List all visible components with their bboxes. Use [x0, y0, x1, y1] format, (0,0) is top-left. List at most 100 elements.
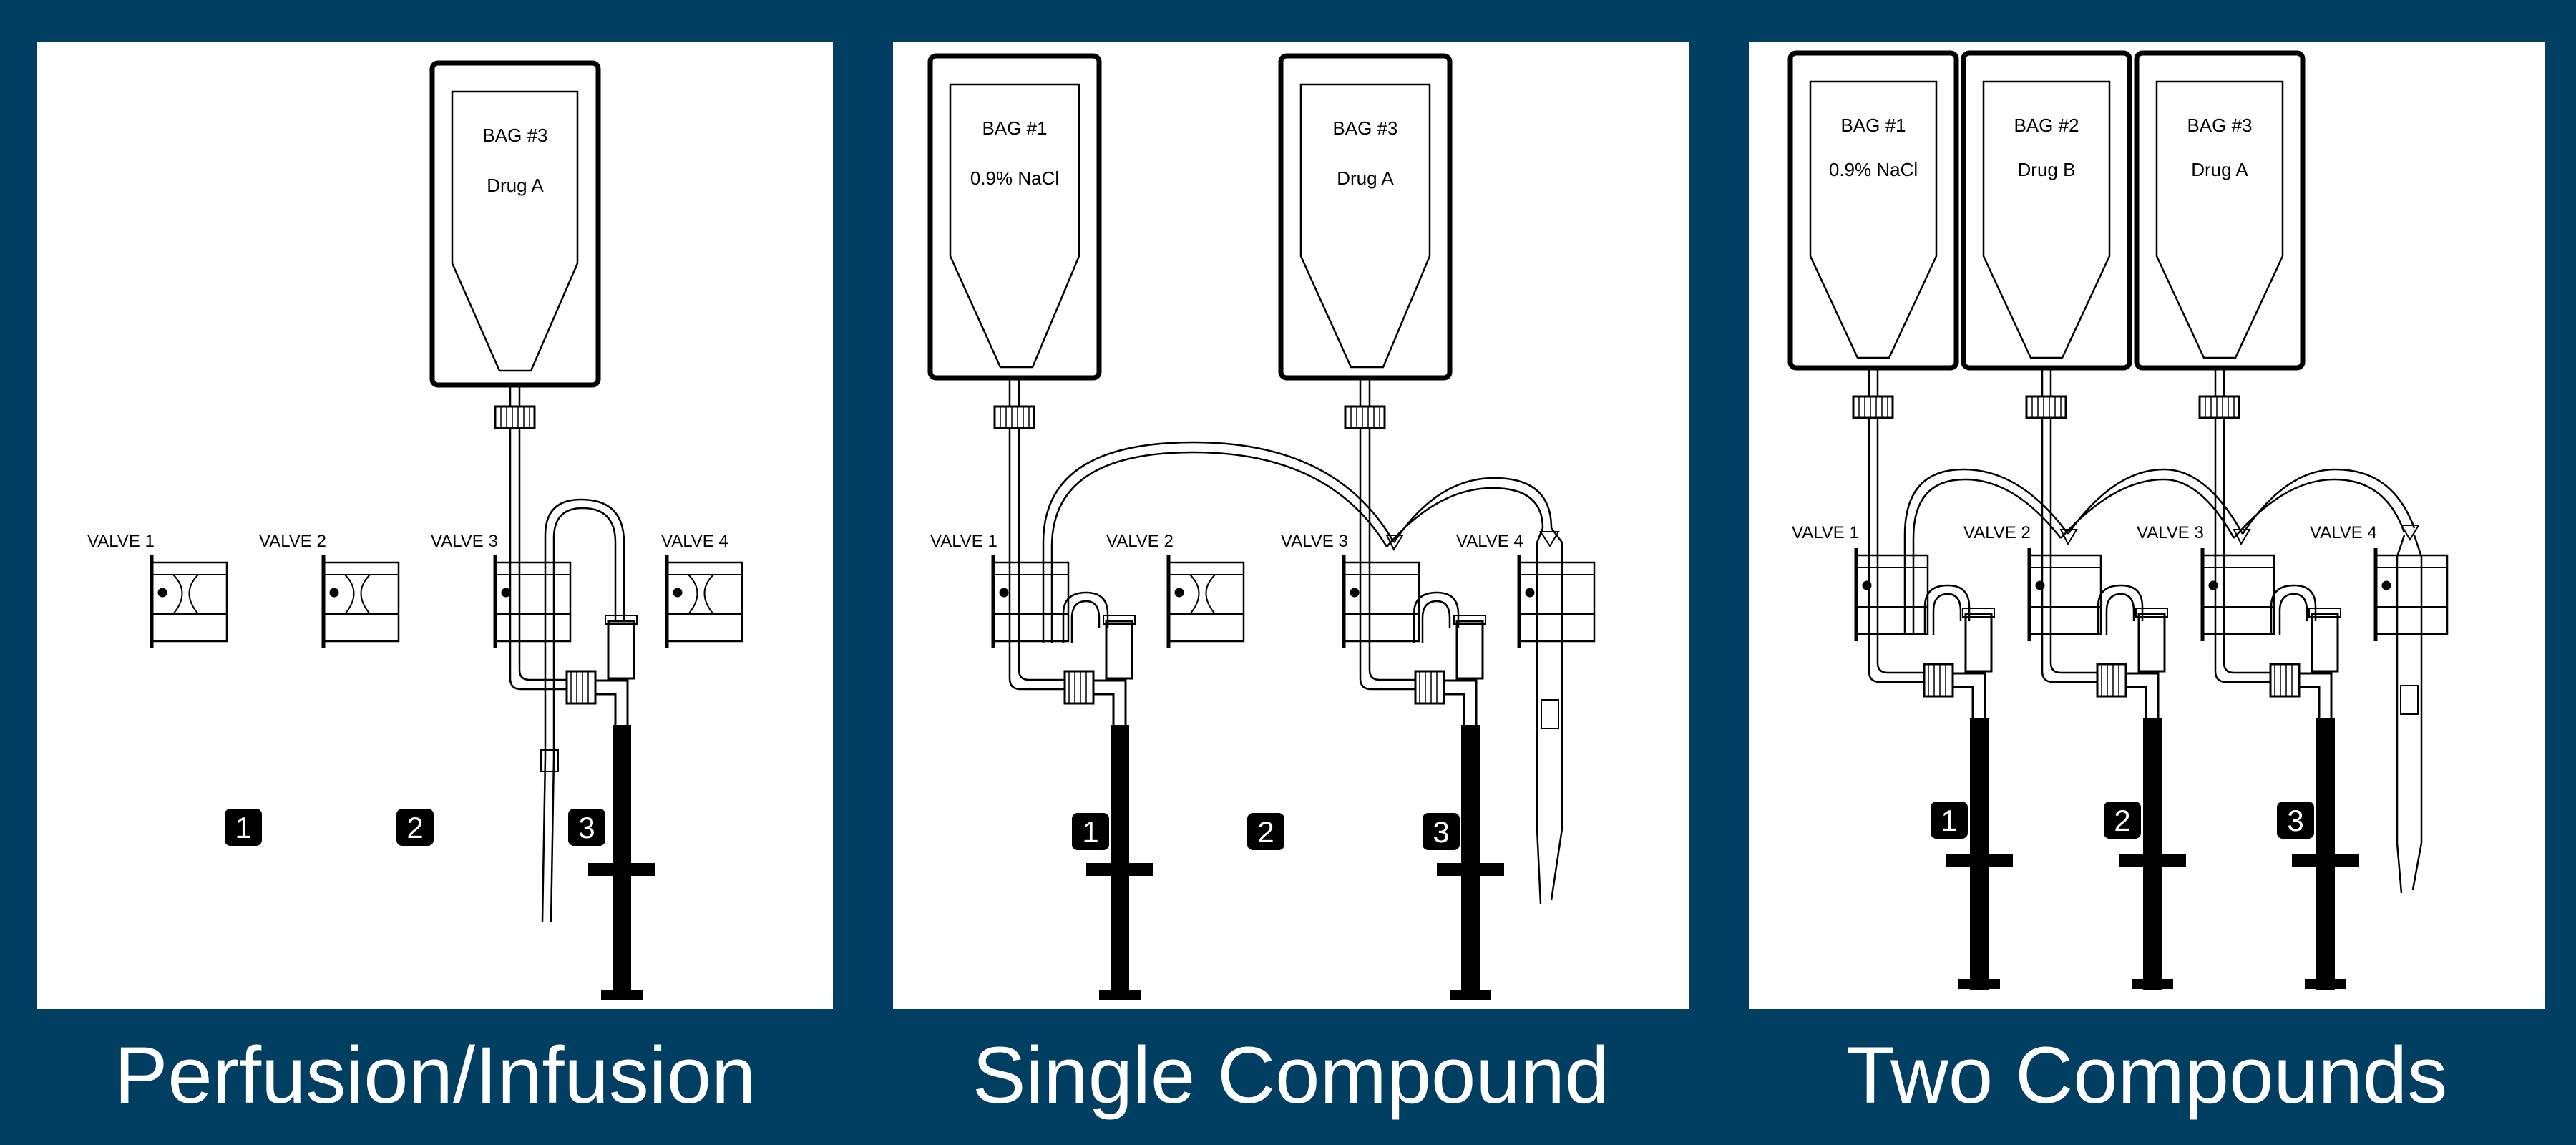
valve-4-body — [1517, 555, 1596, 648]
valve-label-3: VALVE 3 — [1281, 532, 1348, 551]
tubing — [518, 428, 567, 681]
bag-label: BAG #2 — [2014, 114, 2079, 136]
bag-connector — [1344, 378, 1386, 429]
valve-2-body — [321, 555, 400, 648]
bag-connector — [494, 385, 536, 429]
bag-label: BAG #1 — [1840, 114, 1906, 136]
syringe — [2119, 718, 2186, 990]
badge-1 — [225, 809, 262, 846]
tubing — [1359, 428, 1415, 691]
valve-1-body — [991, 555, 1070, 648]
tubing-arch — [1042, 441, 1395, 643]
tubing — [2214, 418, 2270, 683]
syringe — [1437, 725, 1504, 1000]
valve-3-body — [2200, 548, 2275, 641]
bag-content: Drug A — [2191, 159, 2248, 180]
syringe — [1086, 725, 1153, 1000]
tubing-loop — [544, 498, 625, 729]
valve-3-body — [1342, 555, 1420, 648]
caption-perfusion-infusion: Perfusion/Infusion — [114, 1030, 756, 1120]
tubing — [509, 428, 567, 691]
badge-2 — [396, 809, 434, 846]
badge-2 — [2104, 802, 2141, 839]
bag-connector — [993, 378, 1035, 429]
valve-label-2: VALVE 2 — [1106, 532, 1174, 551]
valve-4-body — [2373, 548, 2449, 641]
bag-connector — [2198, 368, 2240, 419]
iv-bag — [927, 53, 1102, 381]
valve-label-2: VALVE 2 — [259, 532, 326, 551]
caption-single-compound: Single Compound — [972, 1030, 1610, 1120]
badge-1 — [1072, 813, 1109, 850]
tubing-loop — [1062, 591, 1109, 643]
valve-3-body — [493, 555, 572, 648]
caption-two-compounds: Two Compounds — [1845, 1030, 2448, 1120]
valve-1-body — [150, 555, 228, 648]
iv-bag — [1787, 50, 1959, 371]
badge-number-1: 1 — [235, 811, 251, 844]
valve-2-body — [2027, 548, 2102, 641]
valve-1-body — [1854, 548, 1929, 641]
single-compound-diagram: 1 2 3 BAG #1 0.9% NaCl BAG #3 Drug A VAL… — [927, 53, 1596, 1000]
tubing-arch — [2233, 468, 2416, 539]
tubing-loop — [552, 507, 617, 729]
valve-label-3: VALVE 3 — [431, 532, 498, 551]
iv-bag — [1961, 50, 2132, 371]
badge-number-3: 3 — [2287, 804, 2303, 837]
valve-4-body — [665, 555, 743, 648]
tubing-arch — [1386, 477, 1553, 547]
badge-2 — [1247, 813, 1284, 850]
badge-number-1: 1 — [1941, 804, 1957, 837]
tubing-loop — [1413, 591, 1460, 643]
badge-number-1: 1 — [1082, 815, 1098, 849]
bag-label: BAG #3 — [2187, 114, 2252, 136]
badge-1 — [1931, 802, 1968, 839]
bag-label: BAG #3 — [1332, 117, 1397, 139]
syringe — [588, 725, 655, 1000]
outlet-tubing — [2396, 535, 2423, 894]
iv-bag — [2134, 50, 2306, 371]
y-connector — [1923, 608, 1995, 721]
perfusion-infusion-diagram: 1 2 3 BAG #3 Drug A VALVE 1 VALVE 2 VALV… — [87, 60, 743, 1000]
valve-label-4: VALVE 4 — [1456, 532, 1523, 551]
badge-number-3: 3 — [578, 811, 595, 844]
outlet-tubing — [541, 729, 555, 922]
syringe — [2292, 718, 2359, 990]
tubing-arch — [1903, 468, 2069, 635]
bag-label: BAG #3 — [482, 125, 547, 146]
panel-single-compound: 1 2 3 BAG #1 0.9% NaCl BAG #3 Drug A VAL… — [893, 42, 1689, 1009]
valve-2-body — [1166, 555, 1245, 648]
two-compounds-diagram: 1 2 3 BAG #1 0.9% NaCl BAG #2 Drug B BAG… — [1787, 50, 2449, 990]
iv-bag — [1278, 53, 1453, 381]
valve-label-1: VALVE 1 — [930, 532, 997, 551]
tubing — [1868, 418, 1924, 683]
valve-label-1: VALVE 1 — [87, 532, 155, 551]
bag-connector — [1852, 368, 1894, 419]
tubing-loop — [1923, 584, 1971, 635]
syringe — [1946, 718, 2013, 990]
bag-content: 0.9% NaCl — [1829, 159, 1918, 180]
y-connector — [1414, 615, 1486, 729]
y-connector — [2096, 608, 2168, 721]
tubing-loop — [2270, 584, 2317, 635]
y-connector — [1063, 615, 1136, 729]
valve-label-4: VALVE 4 — [2310, 523, 2377, 542]
badge-3 — [568, 809, 605, 846]
badge-number-3: 3 — [1433, 815, 1449, 849]
badge-number-2: 2 — [1257, 815, 1274, 849]
bag-content: 0.9% NaCl — [970, 167, 1059, 189]
bag-connector — [2025, 368, 2067, 419]
badge-3 — [1423, 813, 1460, 850]
tubing — [2041, 418, 2097, 683]
valve-label-1: VALVE 1 — [1792, 523, 1859, 542]
y-connector — [2269, 608, 2341, 721]
badge-number-2: 2 — [406, 811, 423, 844]
valve-label-2: VALVE 2 — [1963, 523, 2031, 542]
panel-perfusion-infusion: 1 2 3 BAG #3 Drug A VALVE 1 VALVE 2 VALV… — [37, 42, 833, 1009]
bag-content: Drug B — [2018, 159, 2076, 180]
tubing-arch — [2060, 468, 2244, 539]
tubing-loop — [2097, 584, 2144, 635]
valve-label-3: VALVE 3 — [2137, 523, 2204, 542]
bag-label: BAG #1 — [982, 117, 1047, 139]
bag-content: Drug A — [1337, 167, 1394, 189]
